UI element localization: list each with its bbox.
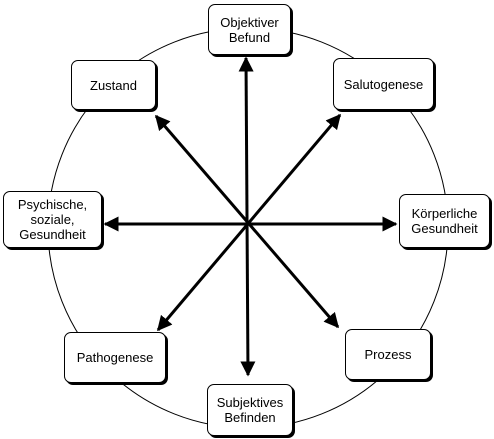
node-zustand: Zustand: [71, 60, 156, 110]
node-label-line: Zustand: [90, 77, 137, 93]
node-prozess: Prozess: [345, 329, 431, 380]
node-label-line: Körperliche: [411, 206, 478, 221]
node-label-line: Psychische,: [17, 197, 88, 212]
node-label-line: Befinden: [224, 410, 276, 425]
node-label-line: Objektiver: [220, 14, 279, 30]
node-label-line: Salutogenese: [343, 76, 424, 92]
node-koerperliche-gesundheit: Körperliche Gesundheit: [399, 194, 490, 248]
node-label-line: Pathogenese: [76, 350, 154, 365]
node-label-line: Gesundheit: [19, 227, 86, 242]
node-label-line: Befund: [228, 29, 271, 45]
node-subjektives-befinden: Subjektives Befinden: [207, 384, 293, 436]
arrow-vertical: [238, 56, 256, 377]
node-salutogenese: Salutogenese: [333, 58, 434, 110]
node-pathogenese: Pathogenese: [64, 332, 166, 383]
node-psychische-soziale-gesundheit: Psychische, soziale, Gesundheit: [3, 191, 102, 248]
node-label-line: Prozess: [364, 347, 412, 362]
arrow-diagonal-saluto-patho: [156, 113, 342, 332]
node-label-line: Gesundheit: [411, 221, 478, 236]
node-label-line: soziale,: [30, 212, 75, 227]
node-objektiver-befund: Objektiver Befund: [208, 4, 291, 55]
node-label-line: Subjektives: [216, 395, 284, 410]
